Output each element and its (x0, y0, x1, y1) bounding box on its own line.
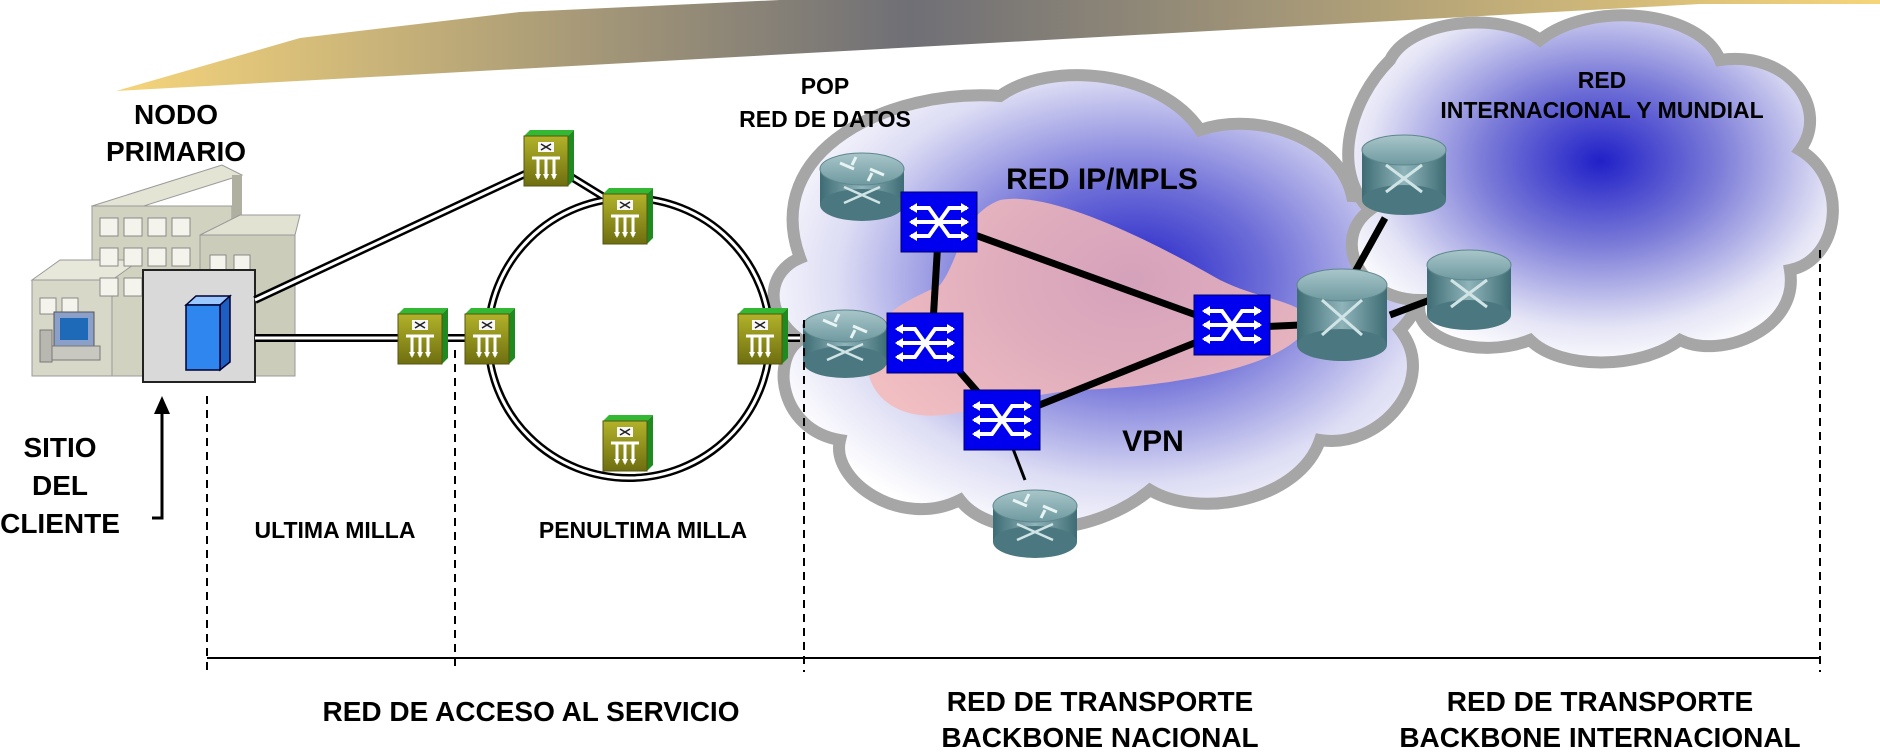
router-icon (818, 151, 906, 223)
client-arrow (152, 396, 170, 520)
label-transporte-nacional: RED DE TRANSPORTE (947, 686, 1253, 717)
mpls-switch-icon (885, 311, 965, 375)
router-icon (1296, 268, 1388, 361)
label-transporte-internacional: RED DE TRANSPORTE (1447, 686, 1753, 717)
section-separators (206, 250, 1821, 672)
router-icon (1426, 249, 1512, 330)
computer-icon (39, 311, 101, 363)
label-pop: POP (801, 73, 850, 99)
multiplexer-icon (736, 306, 790, 366)
mpls-switch-icon (962, 388, 1042, 452)
label-red-ip-mpls: RED IP/MPLS (1006, 163, 1198, 196)
router-icon (991, 488, 1079, 560)
mpls-switch-icon (1192, 293, 1272, 357)
label-red-de-datos: RED DE DATOS (739, 106, 911, 132)
label-penultima-milla: PENULTIMA MILLA (539, 517, 747, 543)
top-banner (116, 0, 1880, 91)
label-sitio-cliente: DEL (32, 470, 88, 501)
label-transporte-internacional: BACKBONE INTERNACIONAL (1399, 722, 1800, 753)
label-red-internacional: INTERNACIONAL Y MUNDIAL (1440, 97, 1763, 123)
vpn-area (867, 198, 1310, 416)
access-device-icon (184, 294, 232, 372)
label-vpn: VPN (1122, 425, 1184, 458)
mpls-switch-icon (899, 190, 979, 254)
multiplexer-icon (522, 128, 576, 188)
router-icon (1361, 134, 1447, 215)
label-sitio-cliente: CLIENTE (0, 508, 120, 539)
label-transporte-nacional: BACKBONE NACIONAL (941, 722, 1258, 753)
label-nodo-primario: NODO (134, 99, 218, 130)
multiplexer-icon (601, 186, 655, 246)
label-nodo-primario: PRIMARIO (106, 136, 246, 167)
access-links (253, 163, 800, 482)
label-ultima-milla: ULTIMA MILLA (255, 517, 416, 543)
multiplexer-icon (601, 413, 655, 473)
multiplexer-icon (396, 306, 450, 366)
label-red-acceso: RED DE ACCESO AL SERVICIO (323, 696, 740, 727)
label-red-internacional: RED (1578, 67, 1627, 93)
label-sitio-cliente: SITIO (23, 432, 96, 463)
multiplexer-icon (463, 306, 517, 366)
router-icon (801, 308, 889, 380)
